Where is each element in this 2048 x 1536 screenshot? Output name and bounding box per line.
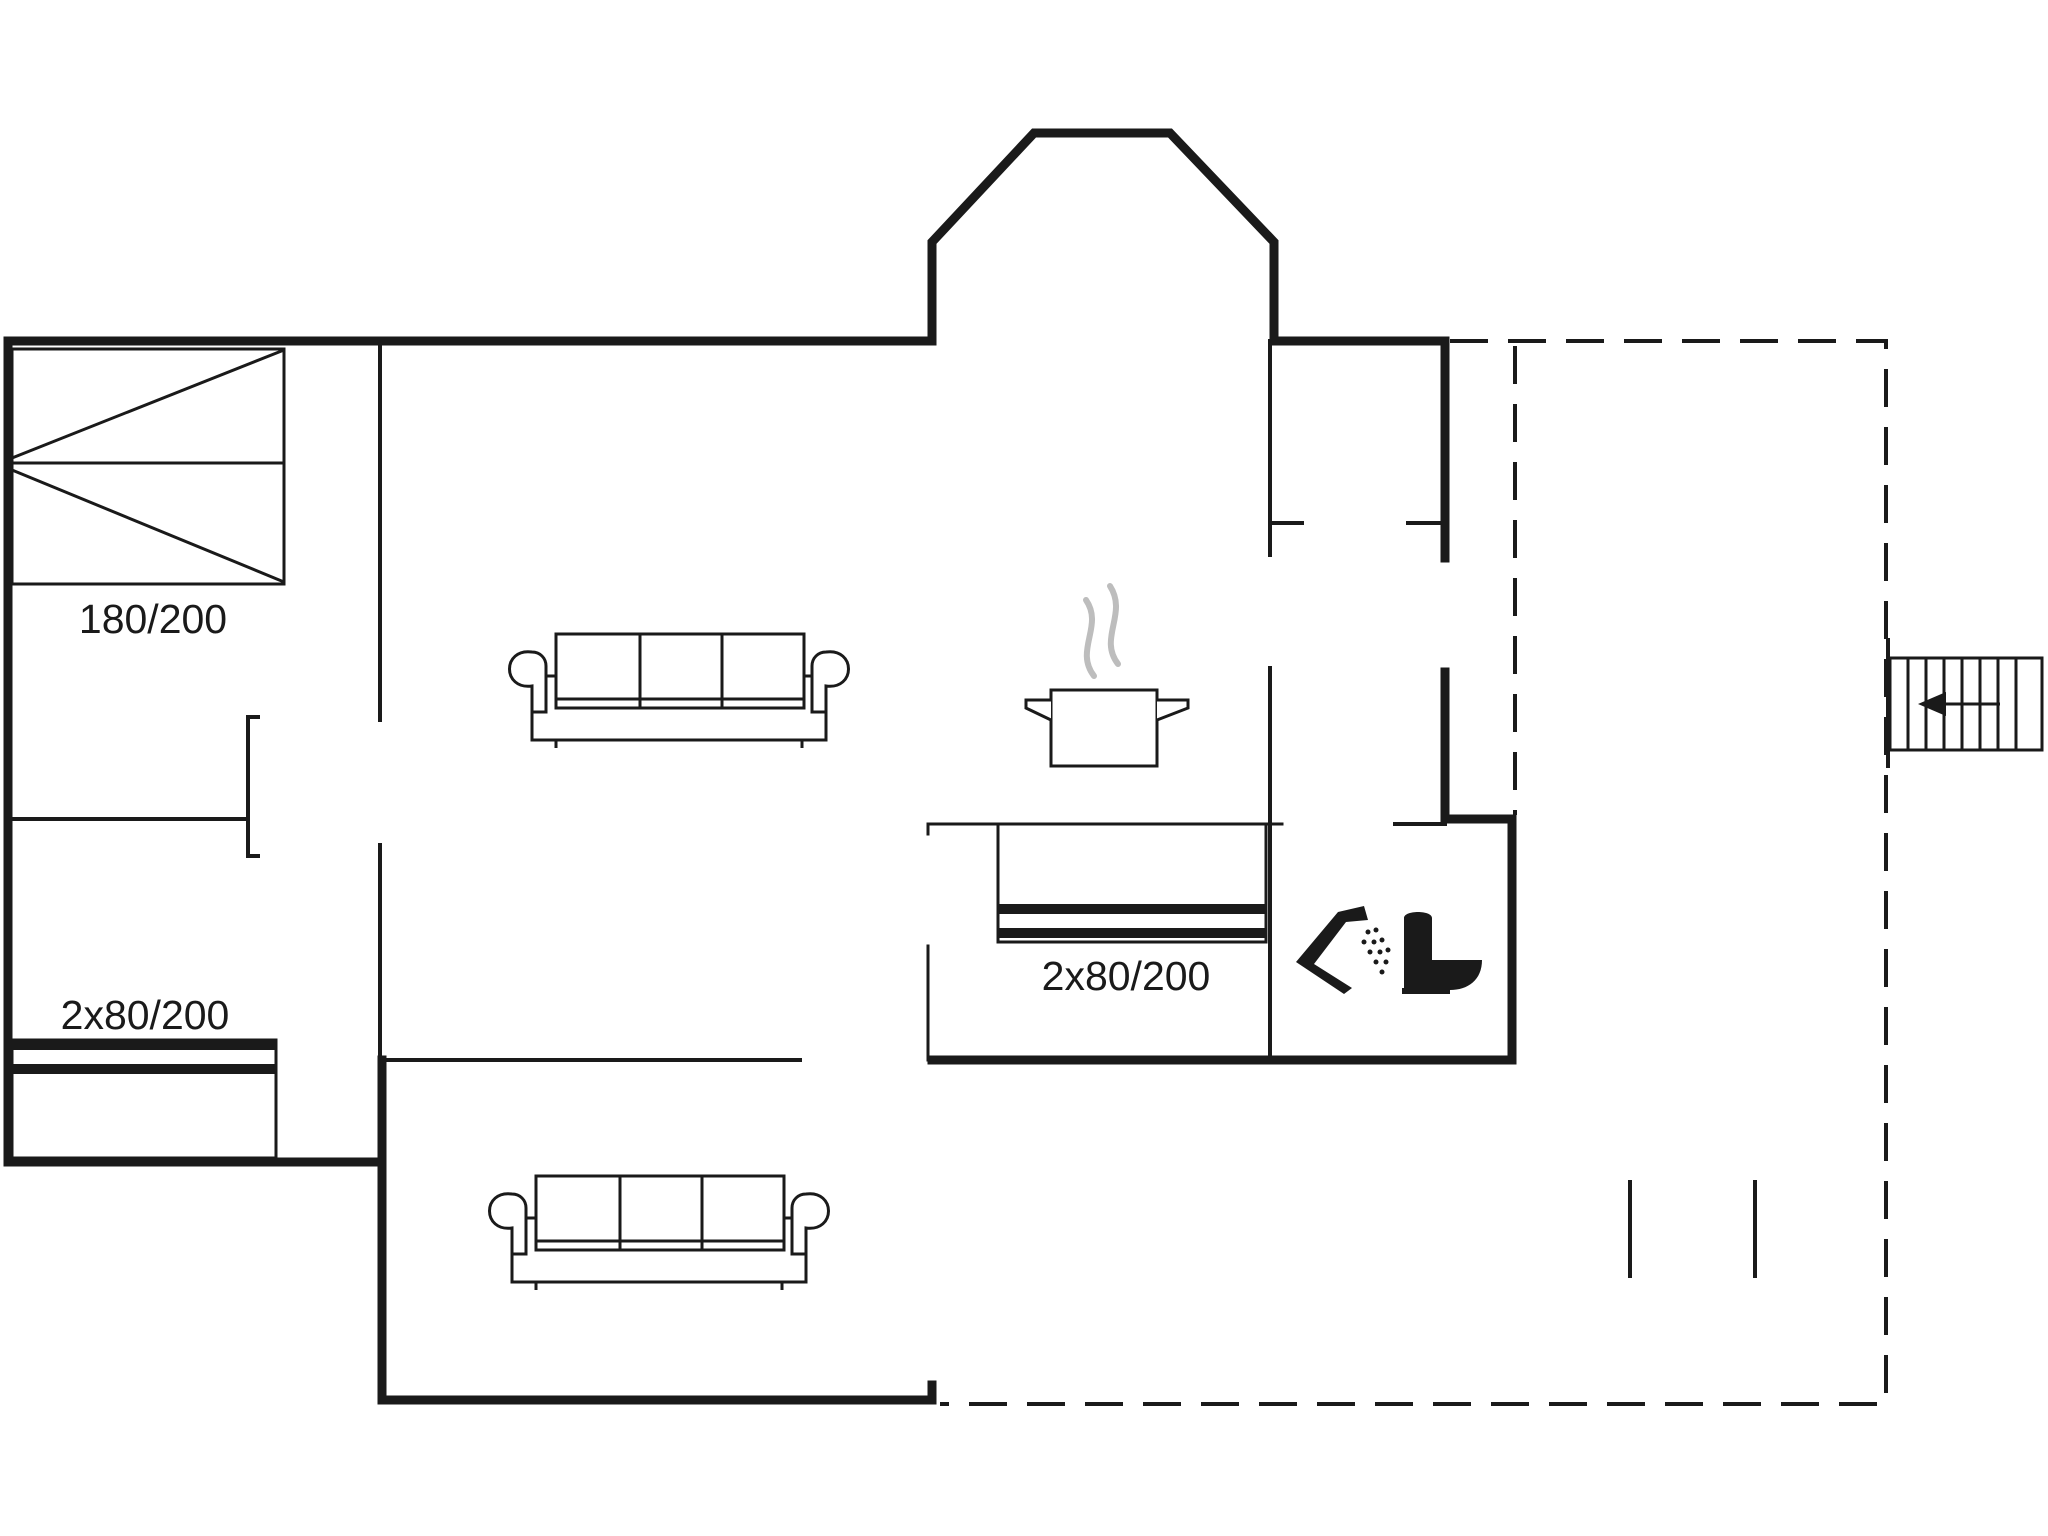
sofa-icon xyxy=(488,1174,830,1290)
steam-line-2 xyxy=(1107,583,1121,667)
twin-beds-bedroom-2 xyxy=(10,1038,278,1160)
pot-body xyxy=(1049,688,1159,768)
twin-bed-bar-1 xyxy=(12,1040,276,1050)
steam-line-1 xyxy=(1083,597,1097,679)
sofa-cushion-1 xyxy=(534,1174,622,1252)
outer-wall-bathroom xyxy=(927,667,1517,1065)
twin-bed-frame xyxy=(10,1038,278,1160)
double-bed xyxy=(10,347,286,586)
exterior-walls xyxy=(3,128,1517,1405)
shower-spray xyxy=(1361,927,1391,975)
sofa-icon xyxy=(508,632,850,748)
toilet-body xyxy=(1404,912,1482,990)
twin-beds-bedroom-3 xyxy=(996,822,1268,944)
toilet-base xyxy=(1402,988,1450,994)
double-bed-cover-2 xyxy=(11,468,285,584)
twin-bed-bar-3a xyxy=(998,904,1266,914)
sofa-cushion-1 xyxy=(554,632,642,710)
sofa-cushion-3 xyxy=(700,1174,786,1252)
sofa-arm-left xyxy=(508,650,548,740)
entrance-arrow-icon xyxy=(1886,638,2044,768)
shower-icon xyxy=(1296,906,1391,994)
terrace-dashed-line xyxy=(940,339,1888,1406)
bed-size-label-bedroom-2: 2x80/200 xyxy=(61,992,230,1038)
bed-size-label-bedroom-3: 2x80/200 xyxy=(1042,953,1211,999)
cooking-pot-icon xyxy=(1024,583,1190,768)
sofa-arm-right xyxy=(810,650,850,740)
sofa-arm-right xyxy=(790,1192,830,1282)
twin-bed-frame-3 xyxy=(996,822,1268,944)
twin-bed-bar-3b xyxy=(998,928,1266,938)
twin-bed-bar-2 xyxy=(12,1064,276,1074)
toilet-icon xyxy=(1402,912,1482,994)
double-bed-cover-1 xyxy=(11,348,285,460)
sofa-cushion-3 xyxy=(720,632,806,710)
terrace-outline xyxy=(940,339,1888,1406)
outer-wall-lower xyxy=(377,1055,937,1405)
shower-head xyxy=(1296,906,1368,994)
arrow-head xyxy=(1918,692,1946,716)
sofa-arm-left xyxy=(488,1192,528,1282)
pot-handle-right xyxy=(1156,698,1190,722)
sofa-cushion-2 xyxy=(638,632,724,710)
interior-walls xyxy=(8,339,1447,1062)
sofa-cushion-2 xyxy=(618,1174,704,1252)
bed-size-label-bedroom-1: 180/200 xyxy=(79,596,227,642)
double-bed-frame xyxy=(10,347,286,586)
pot-handle-left xyxy=(1024,698,1052,722)
outer-wall-left-block xyxy=(3,128,1450,1167)
